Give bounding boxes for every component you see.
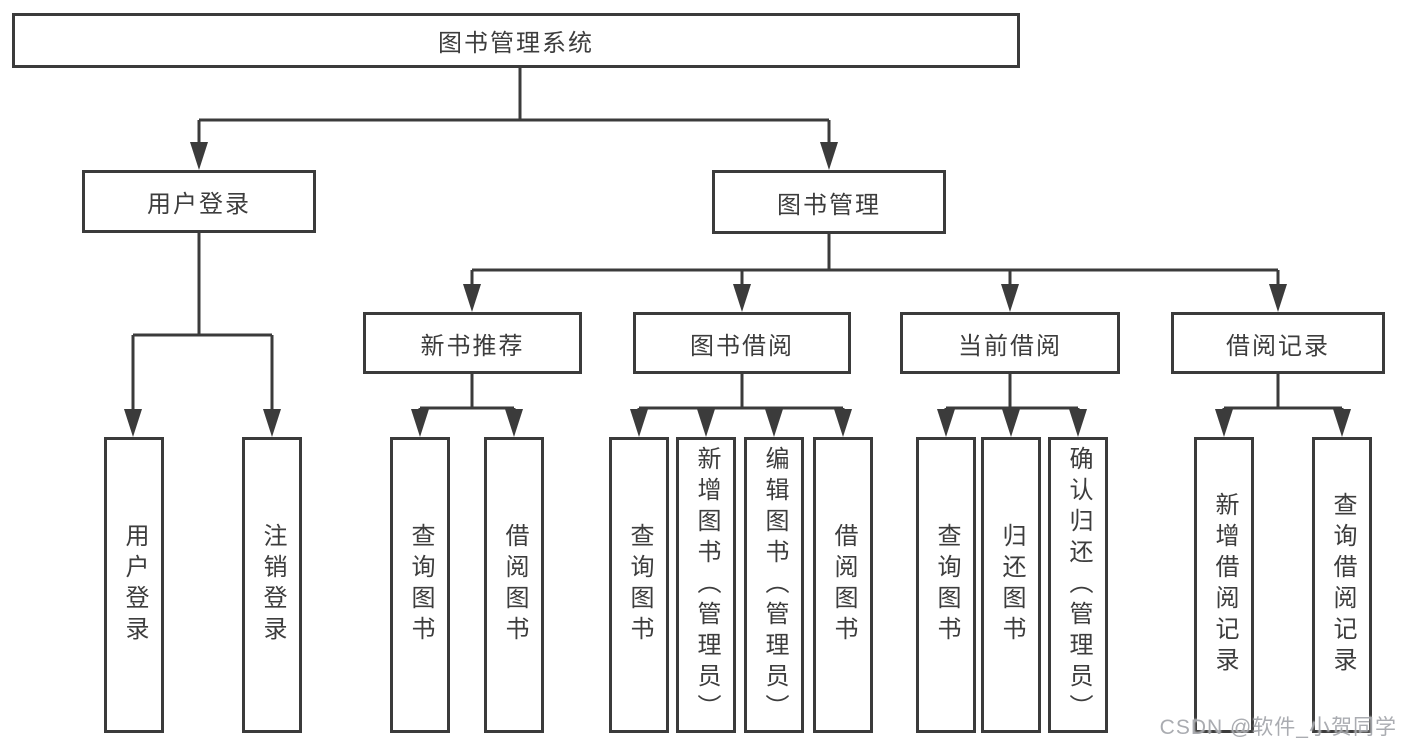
node-label: 借阅图书 [830,523,857,647]
leaf-borrow-books: 借阅图书 [484,437,544,733]
node-label: 新增借阅记录 [1211,492,1238,678]
leaf-borrow-books: 借阅图书 [813,437,873,733]
node-label: 当前借阅 [958,332,1062,360]
node-label: 图书管理 [777,191,881,219]
node-label: 查询图书 [933,523,960,647]
node-book-management: 图书管理 [712,170,946,234]
leaf-query-books: 查询图书 [390,437,450,733]
node-new-book-recommendation: 新书推荐 [363,312,582,374]
leaf-confirm-return-admin: 确认归还（管理员） [1048,437,1108,733]
node-label: 查询图书 [407,523,434,647]
node-label: 查询借阅记录 [1329,492,1356,678]
node-label: 借阅图书 [501,523,528,647]
node-label: 注销登录 [259,523,286,647]
node-borrowing-records: 借阅记录 [1171,312,1385,374]
leaf-add-books-admin: 新增图书（管理员） [676,437,736,733]
node-label: 图书借阅 [690,332,794,360]
node-current-borrowing: 当前借阅 [900,312,1120,374]
node-label: 图书管理系统 [438,30,594,57]
arrowheads [124,142,1351,437]
node-library-management-system: 图书管理系统 [12,13,1020,68]
node-label: 查询图书 [626,523,653,647]
node-label: 用户登录 [147,191,251,218]
node-label: 用户登录 [121,523,148,647]
node-label: 新增图书（管理员） [693,445,720,725]
leaf-return-books: 归还图书 [981,437,1041,733]
node-label: 归还图书 [998,523,1025,647]
node-label: 编辑图书（管理员） [761,445,788,725]
leaf-user-login: 用户登录 [104,437,164,733]
node-label: 确认归还（管理员） [1065,445,1092,725]
csdn-watermark: CSDN @软件_小贺同学 [1159,716,1397,739]
leaf-logout: 注销登录 [242,437,302,733]
leaf-query-books: 查询图书 [916,437,976,733]
leaf-query-books: 查询图书 [609,437,669,733]
node-label: 借阅记录 [1226,332,1330,360]
node-label: 新书推荐 [420,332,525,360]
leaf-query-borrow-record: 查询借阅记录 [1312,437,1372,733]
node-user-login: 用户登录 [82,170,316,233]
node-book-borrowing: 图书借阅 [633,312,851,374]
leaf-add-borrow-record: 新增借阅记录 [1194,437,1254,733]
leaf-edit-books-admin: 编辑图书（管理员） [744,437,804,733]
